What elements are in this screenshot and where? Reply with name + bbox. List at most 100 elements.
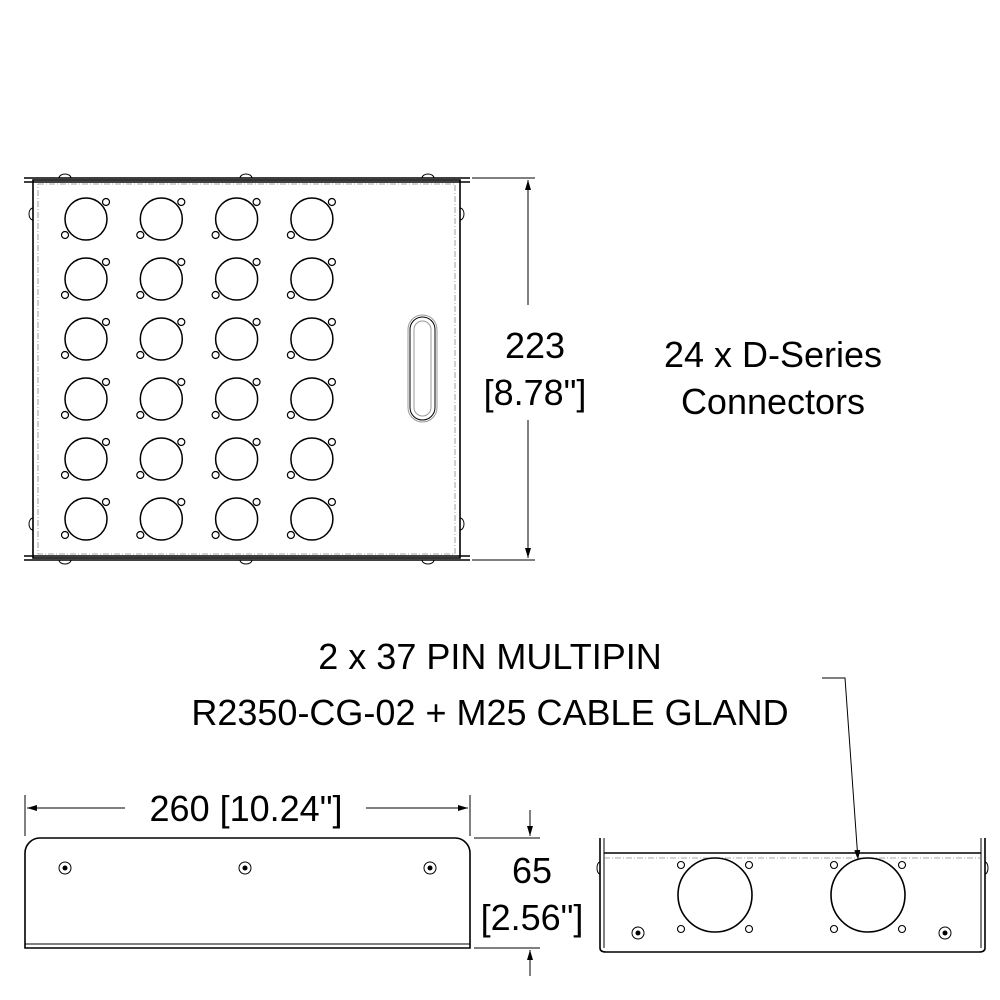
connector-cutout [214, 497, 259, 541]
mounting-hole [101, 437, 111, 447]
d-series-connector [211, 257, 261, 301]
connector-label-line2: Connectors [681, 381, 865, 422]
callout-leader [822, 677, 861, 861]
connector-grid [60, 197, 336, 541]
mounting-hole [286, 410, 295, 420]
mounting-hole [211, 410, 220, 420]
connector-cutout [64, 437, 108, 481]
width-dim: 260 [10.24"] [150, 788, 343, 829]
d-series-connector [60, 317, 111, 361]
connector-cutout [139, 377, 184, 421]
mounting-hole [252, 377, 261, 387]
connector-cutout [290, 197, 334, 241]
screw-icon [631, 926, 645, 940]
mounting-hole [252, 437, 261, 447]
height-dimension-65 [474, 810, 540, 976]
mounting-hole [177, 317, 186, 327]
height-dim-in: [8.78"] [484, 372, 587, 413]
connector-cutout [290, 377, 334, 421]
mounting-hole [327, 497, 336, 507]
connector-label-line1: 24 x D-Series [664, 334, 882, 375]
height-dim-mm: 223 [505, 325, 565, 366]
d-series-connector [136, 377, 186, 421]
mounting-hole [60, 470, 70, 480]
multipin-hole [677, 857, 753, 933]
d-series-connector [136, 437, 186, 481]
mounting-hole [136, 350, 145, 360]
d-series-connector [211, 317, 261, 361]
d-series-connector [286, 197, 336, 241]
mounting-hole [327, 317, 336, 327]
width-dimension-260 [24, 795, 471, 836]
mounting-hole [177, 497, 186, 507]
d-series-connector [60, 497, 111, 541]
d-series-connector [60, 437, 111, 481]
mounting-hole [60, 350, 70, 360]
mounting-hole [676, 924, 686, 934]
mounting-hole [286, 530, 295, 540]
d-series-connector [286, 317, 336, 361]
mounting-hole [101, 377, 111, 387]
mounting-hole [177, 197, 186, 207]
connector-cutout [214, 317, 259, 361]
mounting-hole [744, 924, 754, 934]
d-series-connector [286, 497, 336, 541]
mounting-hole [101, 197, 111, 207]
mounting-hole [60, 530, 70, 540]
screw-icon [58, 861, 72, 875]
mounting-hole [177, 377, 186, 387]
mounting-hole [211, 230, 220, 240]
mounting-hole [327, 377, 336, 387]
mounting-hole [101, 497, 111, 507]
mounting-hole [327, 197, 336, 207]
connector-cutout [214, 257, 259, 301]
d-series-connector [136, 197, 186, 241]
front-view-panel [24, 837, 471, 949]
connector-cutout [64, 257, 108, 301]
connector-cutout [139, 197, 184, 241]
mounting-hole [136, 410, 145, 420]
connector-cutout [290, 437, 334, 481]
connector-cutout [64, 317, 108, 361]
mounting-hole [136, 470, 145, 480]
mounting-hole [211, 530, 220, 540]
height-dimension-223 [472, 177, 535, 561]
mounting-hole [136, 230, 145, 240]
connector-cutout [64, 197, 108, 241]
d-series-connector [211, 497, 261, 541]
d-series-connector [211, 437, 261, 481]
depth-dim-mm: 65 [512, 850, 552, 891]
d-series-connector [211, 197, 261, 241]
mounting-hole [286, 350, 295, 360]
screw-icon [938, 926, 952, 940]
mounting-hole [286, 470, 295, 480]
depth-dim-in: [2.56"] [481, 897, 584, 938]
d-series-connector [211, 377, 261, 421]
mounting-hole [60, 290, 70, 300]
mounting-hole [177, 437, 186, 447]
connector-cutout [139, 317, 184, 361]
d-series-connector [286, 437, 336, 481]
mounting-hole [60, 410, 70, 420]
mounting-hole [252, 497, 261, 507]
mounting-hole [136, 530, 145, 540]
mounting-hole [897, 924, 907, 934]
mounting-hole [327, 257, 336, 267]
connector-cutout [290, 257, 334, 301]
d-series-connector [136, 317, 186, 361]
mounting-hole [101, 257, 111, 267]
mounting-hole [286, 230, 295, 240]
handle-slot [407, 314, 438, 423]
connector-cutout [290, 497, 334, 541]
side-view-panel [596, 838, 989, 953]
connector-cutout [139, 437, 184, 481]
mounting-hole [286, 290, 295, 300]
mounting-hole [211, 470, 220, 480]
connector-cutout [64, 377, 108, 421]
callout-line1: 2 x 37 PIN MULTIPIN [318, 636, 661, 677]
connector-cutout [214, 197, 259, 241]
connector-cutout [214, 437, 259, 481]
mounting-hole [101, 317, 111, 327]
